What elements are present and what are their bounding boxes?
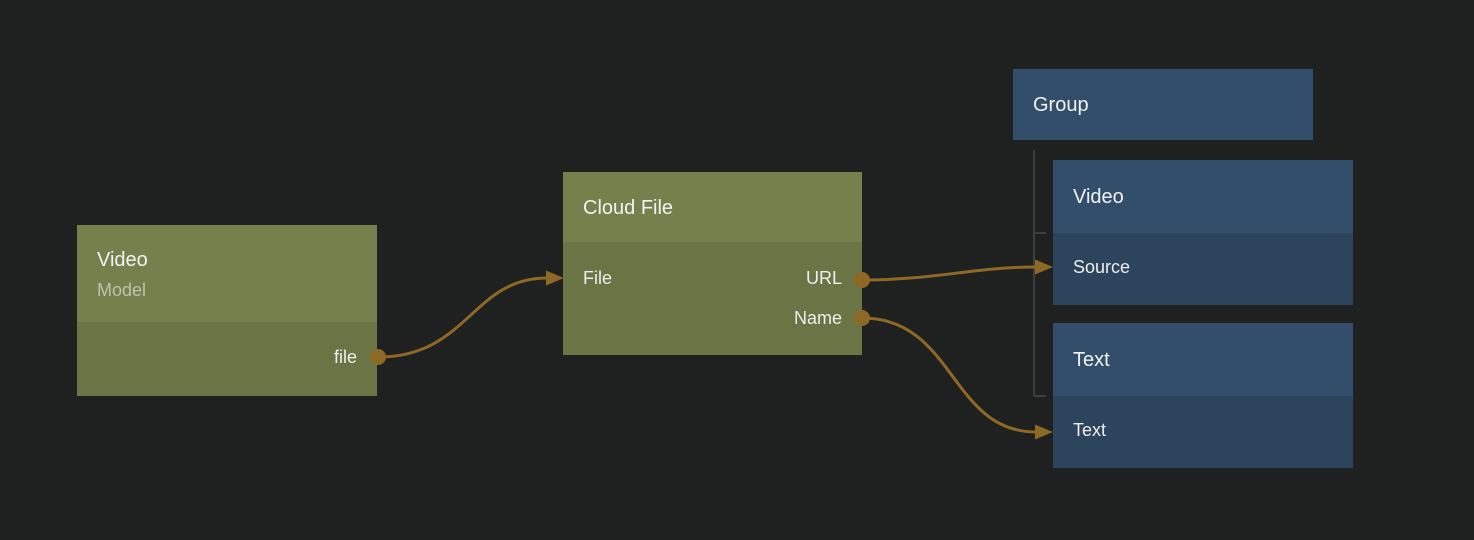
node-cloud-file[interactable]: Cloud File File URL Name bbox=[563, 172, 862, 355]
node-video-model-header: Video Model bbox=[77, 225, 377, 322]
arrowhead-cloudfile-file-input bbox=[546, 270, 564, 286]
port-row-name: Name bbox=[583, 303, 842, 333]
node-title: Video bbox=[97, 249, 148, 271]
node-group-video[interactable]: Video Source bbox=[1053, 160, 1353, 305]
group-tree-lines bbox=[1033, 150, 1046, 397]
wire-url-to-source[interactable] bbox=[861, 265, 1037, 282]
node-subtitle: Model bbox=[97, 280, 147, 300]
node-title: Group bbox=[1033, 93, 1089, 116]
node-group-text-header: Text bbox=[1053, 323, 1353, 396]
input-row-text: Text bbox=[1073, 415, 1333, 445]
input-label-file: File bbox=[583, 268, 613, 288]
output-label-url: URL bbox=[805, 268, 842, 288]
input-label-source: Source bbox=[1073, 257, 1131, 277]
input-row-source: Source bbox=[1073, 252, 1333, 282]
arrowhead-video-source-input bbox=[1035, 259, 1053, 275]
node-video-model[interactable]: Video Model file bbox=[77, 225, 377, 396]
wire-file-to-cloudfile[interactable] bbox=[377, 276, 548, 359]
output-row-file: file bbox=[97, 342, 357, 372]
node-group-text-body: Text bbox=[1053, 396, 1353, 468]
node-title: Text bbox=[1073, 349, 1110, 371]
node-group-text[interactable]: Text Text bbox=[1053, 323, 1353, 468]
node-title: Cloud File bbox=[583, 197, 674, 219]
node-group-header: Group bbox=[1013, 69, 1313, 140]
output-label-file: file bbox=[333, 347, 357, 367]
output-label-name: Name bbox=[793, 308, 842, 328]
port-row-file-url: File URL bbox=[583, 263, 842, 293]
node-cloud-file-body: File URL Name bbox=[563, 242, 862, 355]
node-group-video-header: Video bbox=[1053, 160, 1353, 233]
node-group[interactable]: Group bbox=[1013, 69, 1313, 140]
input-label-text: Text bbox=[1073, 420, 1107, 440]
node-video-model-body: file bbox=[77, 322, 377, 396]
arrowhead-text-text-input bbox=[1035, 424, 1053, 440]
wire-name-to-text[interactable] bbox=[861, 316, 1037, 434]
node-title: Video bbox=[1073, 186, 1124, 208]
node-cloud-file-header: Cloud File bbox=[563, 172, 862, 242]
node-group-video-body: Source bbox=[1053, 233, 1353, 305]
